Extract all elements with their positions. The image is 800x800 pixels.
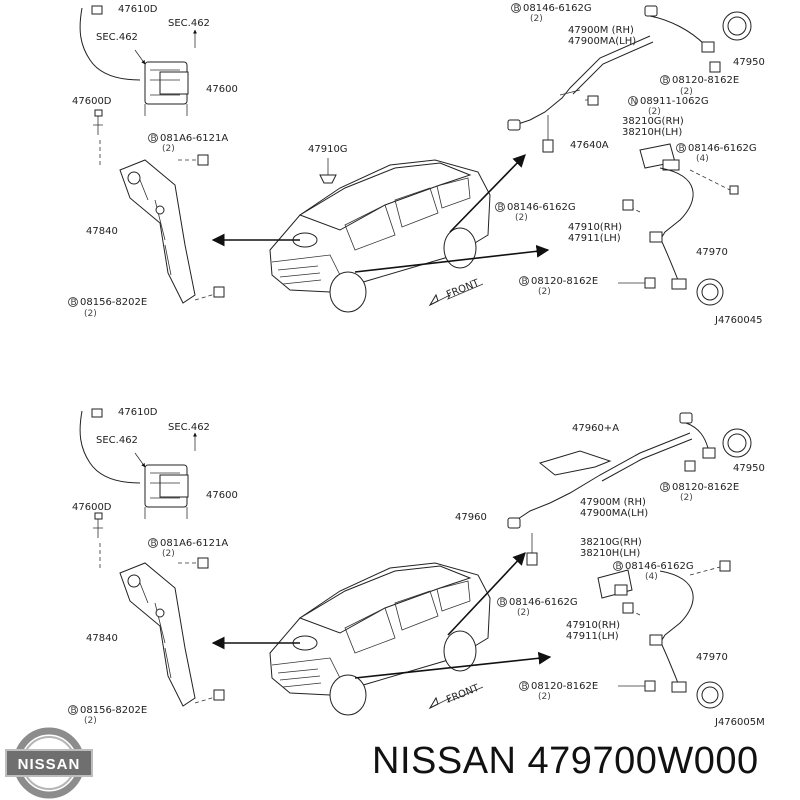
qty-08146-b: (4) xyxy=(696,154,709,164)
label-08156: 08156-8202E xyxy=(80,705,147,716)
svg-text:B: B xyxy=(498,203,504,213)
label-47900M: 47900M (RH) xyxy=(568,25,634,36)
label-47910RH: 47910(RH) xyxy=(566,620,620,631)
label-47960: 47960 xyxy=(455,512,487,523)
label-47911LH: 47911(LH) xyxy=(568,233,621,244)
nissan-logo: NISSAN xyxy=(5,727,93,799)
label-47950: 47950 xyxy=(733,57,765,68)
qty-08146-c: (2) xyxy=(515,213,528,223)
label-sec462-b: SEC.462 xyxy=(96,435,138,446)
label-08146-c: 08146-6162G xyxy=(509,597,578,608)
drawing-code: J4760045 xyxy=(714,315,763,326)
label-47950: 47950 xyxy=(733,463,765,474)
label-47910G: 47910G xyxy=(308,144,348,155)
label-47840: 47840 xyxy=(86,226,118,237)
qty-08120-a: (2) xyxy=(680,87,693,97)
svg-text:B: B xyxy=(679,144,685,154)
label-47640A: 47640A xyxy=(570,140,609,151)
svg-text:B: B xyxy=(500,598,506,608)
label-47600: 47600 xyxy=(206,490,238,501)
label-sec462: SEC.462 xyxy=(168,422,210,433)
label-47900MA: 47900MA(LH) xyxy=(568,36,636,47)
diagram-lower: 47610D SEC.462 SEC.462 47600D 47600 B 08… xyxy=(68,407,765,728)
svg-text:B: B xyxy=(71,706,77,716)
label-081A6: 081A6-6121A xyxy=(160,538,228,549)
label-08120-b: 08120-8162E xyxy=(531,681,598,692)
label-47910RH: 47910(RH) xyxy=(568,222,622,233)
label-38210G: 38210G(RH) xyxy=(580,537,642,548)
qty-08156: (2) xyxy=(84,309,97,319)
front-label: FRONT xyxy=(445,277,482,300)
qty-08120-a: (2) xyxy=(680,493,693,503)
label-47970: 47970 xyxy=(696,247,728,258)
qty-08120-b: (2) xyxy=(538,692,551,702)
qty-08911: (2) xyxy=(648,107,661,117)
qty-08120-b: (2) xyxy=(538,287,551,297)
part-number-caption: NISSAN 479700W000 xyxy=(372,740,759,782)
svg-text:B: B xyxy=(616,562,622,572)
label-47840: 47840 xyxy=(86,633,118,644)
label-sec462: SEC.462 xyxy=(168,18,210,29)
drawing-code: J476005M xyxy=(714,717,765,728)
qty-081A6: (2) xyxy=(162,549,175,559)
label-47600D: 47600D xyxy=(72,502,112,513)
label-08120-b: 08120-8162E xyxy=(531,276,598,287)
svg-text:B: B xyxy=(522,682,528,692)
label-47610D: 47610D xyxy=(118,407,158,418)
svg-text:B: B xyxy=(663,76,669,86)
svg-text:B: B xyxy=(151,134,157,144)
svg-text:B: B xyxy=(663,483,669,493)
qty-08146-c: (2) xyxy=(517,608,530,618)
label-47610D: 47610D xyxy=(118,4,158,15)
svg-text:B: B xyxy=(71,298,77,308)
qty-08146-a: (2) xyxy=(530,14,543,24)
label-47911LH: 47911(LH) xyxy=(566,631,619,642)
label-47600D: 47600D xyxy=(72,96,112,107)
label-08911: 08911-1062G xyxy=(640,96,709,107)
svg-text:B: B xyxy=(151,539,157,549)
label-081A6: 081A6-6121A xyxy=(160,133,228,144)
label-47970: 47970 xyxy=(696,652,728,663)
label-38210G: 38210G(RH) xyxy=(622,116,684,127)
label-08120-a: 08120-8162E xyxy=(672,75,739,86)
label-sec462-b: SEC.462 xyxy=(96,32,138,43)
svg-text:N: N xyxy=(631,97,638,107)
label-38210H: 38210H(LH) xyxy=(622,127,682,138)
nissan-logo-text: NISSAN xyxy=(18,756,81,773)
label-08156: 08156-8202E xyxy=(80,297,147,308)
label-08146-b: 08146-6162G xyxy=(625,561,694,572)
label-47960A: 47960+A xyxy=(572,423,619,434)
label-47900M: 47900M (RH) xyxy=(580,497,646,508)
qty-08146-b: (4) xyxy=(645,572,658,582)
label-08146-b: 08146-6162G xyxy=(688,143,757,154)
svg-text:B: B xyxy=(522,277,528,287)
label-38210H: 38210H(LH) xyxy=(580,548,640,559)
svg-text:B: B xyxy=(514,4,520,14)
label-47900MA: 47900MA(LH) xyxy=(580,508,648,519)
label-08146-c: 08146-6162G xyxy=(507,202,576,213)
qty-08156: (2) xyxy=(84,716,97,726)
diagram-upper: 47610D SEC.462 SEC.462 47600D 47600 B 08… xyxy=(68,3,765,326)
front-label: FRONT xyxy=(445,682,482,705)
label-47600: 47600 xyxy=(206,84,238,95)
label-08120-a: 08120-8162E xyxy=(672,482,739,493)
qty-081A6: (2) xyxy=(162,144,175,154)
label-08146-a: 08146-6162G xyxy=(523,3,592,14)
